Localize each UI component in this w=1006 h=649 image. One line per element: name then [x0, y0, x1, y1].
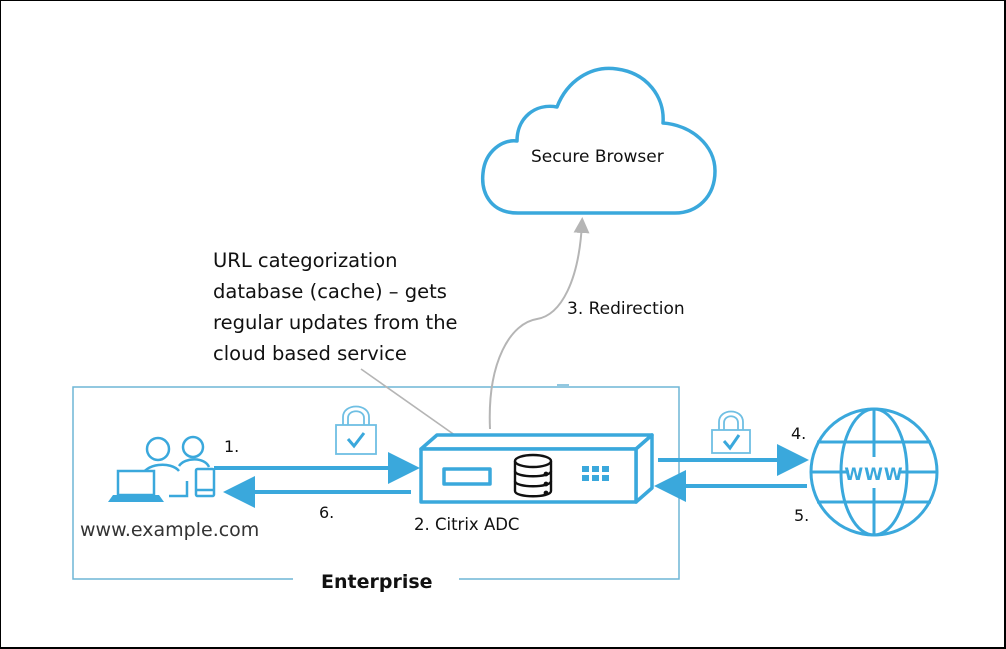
- step-2-label: 2. Citrix ADC: [414, 515, 520, 534]
- annotation-text: URL categorization database (cache) – ge…: [213, 245, 503, 369]
- step-4-label: 4.: [791, 424, 807, 443]
- cloud-icon: [480, 66, 717, 215]
- globe-label: WWW: [844, 465, 903, 485]
- step-6-label: 6.: [319, 503, 335, 522]
- enterprise-boundary: [72, 384, 680, 580]
- client-domain-label: www.example.com: [80, 519, 260, 541]
- database-icon: [513, 453, 553, 498]
- annotation-line: database (cache) – gets: [213, 280, 447, 303]
- step-5-label: 5.: [794, 506, 810, 525]
- users-devices-icon: [108, 435, 216, 502]
- port-grid-icon: [582, 466, 609, 481]
- redirection-arrow: [488, 217, 590, 430]
- annotation-line: regular updates from the: [213, 311, 458, 334]
- step-3-label: 3. Redirection: [567, 299, 685, 319]
- cloud-label: Secure Browser: [531, 147, 664, 167]
- lock-check-icon: [335, 405, 377, 455]
- annotation-line: URL categorization: [213, 249, 398, 272]
- enterprise-label: Enterprise: [321, 571, 433, 593]
- step-1-label: 1.: [224, 437, 240, 456]
- globe-www-icon: WWW: [809, 407, 939, 537]
- annotation-line: cloud based service: [213, 342, 407, 365]
- lock-check-icon-right: [711, 410, 751, 454]
